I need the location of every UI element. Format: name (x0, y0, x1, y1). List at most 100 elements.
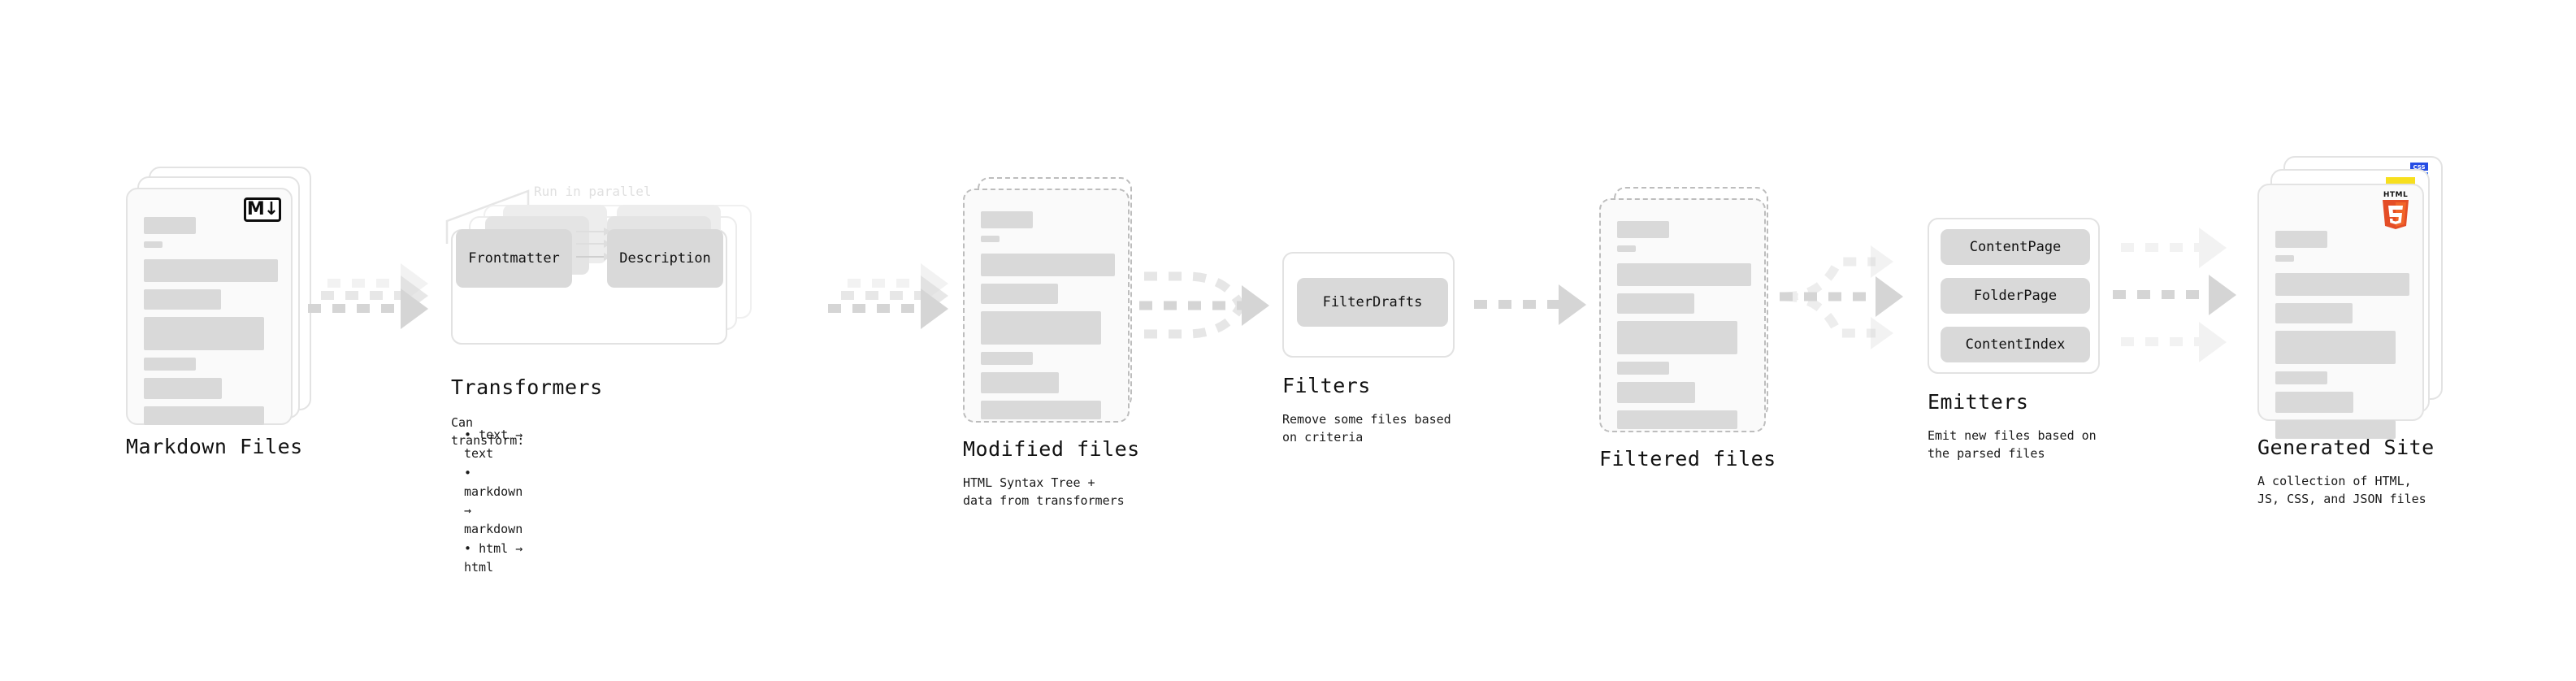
filter-chip-filterdrafts[interactable]: FilterDrafts (1297, 278, 1448, 327)
stage-generated-site: CSS HTML (2257, 156, 2452, 506)
placeholder-bar (2275, 331, 2396, 364)
placeholder-bar (144, 241, 163, 248)
stage-subtitle-generated-site: A collection of HTML, JS, CSS, and JSON … (2257, 474, 2426, 506)
connector-emitters-to-site (2113, 228, 2259, 362)
flow-arrowhead (401, 288, 428, 329)
placeholder-bar (981, 236, 1000, 242)
placeholder-bar (981, 284, 1058, 304)
transformer-group-front: Frontmatter Description (451, 205, 727, 345)
connector-filters-to-filtered (1471, 284, 1601, 333)
flow-dashes (848, 279, 933, 288)
stage-title-filters: Filters (1282, 374, 1371, 397)
emitter-chip-contentpage[interactable]: ContentPage (1941, 229, 2090, 265)
placeholder-bar (2275, 371, 2327, 384)
stage-markdown-files: M↓ Markdown Files (126, 167, 313, 458)
modified-card-front (963, 189, 1130, 423)
flow-dashes (2121, 337, 2204, 346)
markdown-card-front: M↓ (126, 188, 293, 425)
svg-text:HTML: HTML (2383, 191, 2408, 199)
placeholder-bar (1617, 263, 1751, 286)
placeholder-bar (981, 372, 1059, 393)
stage-modified-files: Modified files HTML Syntax Tree + data f… (963, 177, 1139, 508)
placeholder-bar (144, 358, 196, 371)
filtered-file-stack (1599, 187, 1774, 432)
flow-dashes (321, 291, 413, 300)
placeholder-bar (1617, 245, 1636, 252)
stage-emitters: ContentPage FolderPage ContentIndex Emit… (1928, 218, 2100, 461)
placeholder-bar (144, 289, 221, 310)
stage-title-generated-site: Generated Site (2257, 436, 2435, 459)
filters-group: FilterDrafts (1282, 252, 1455, 358)
stage-title-modified-files: Modified files (963, 437, 1140, 461)
stage-title-filtered-files: Filtered files (1599, 447, 1776, 471)
stage-title-transformers: Transformers (451, 375, 603, 399)
connector-markdown-to-transformers (305, 263, 435, 349)
site-card-html: HTML (2257, 184, 2424, 439)
flow-dashes (1474, 300, 1568, 309)
placeholder-bar (1617, 410, 1737, 429)
flow-arrowhead (1242, 285, 1269, 326)
placeholder-bar (2275, 273, 2409, 296)
list-item: text → text (464, 426, 523, 464)
flow-arrowhead (2199, 322, 2227, 362)
placeholder-bar (1617, 321, 1737, 354)
emitters-group: ContentPage FolderPage ContentIndex (1928, 218, 2100, 374)
connector-filtered-to-emitters (1780, 236, 1930, 358)
flow-arrowhead (1871, 245, 1893, 278)
markdown-placeholder-lines (144, 217, 278, 432)
placeholder-bar (1617, 382, 1695, 403)
stage-subtitle-filters: Remove some files based on criteria (1282, 412, 1451, 445)
flow-arrowhead (2199, 228, 2227, 268)
flow-dashes (308, 304, 413, 313)
placeholder-bar (981, 254, 1115, 276)
placeholder-bar (2275, 231, 2327, 248)
flow-arrowhead (1559, 284, 1586, 325)
connector-modified-to-filters (1138, 258, 1284, 356)
transformer-inner-arrow (576, 253, 611, 261)
connector-transformers-to-modified (825, 263, 955, 349)
flow-dashes (841, 291, 933, 300)
emitter-chip-contentindex[interactable]: ContentIndex (1941, 327, 2090, 362)
modified-placeholder-lines (981, 211, 1115, 427)
stage-subtitle-emitters: Emit new files based on the parsed files (1928, 428, 2097, 461)
flow-dashes (2113, 290, 2215, 299)
converge-curves (1139, 271, 1244, 339)
placeholder-bar (144, 217, 196, 234)
flow-arrowhead (1876, 276, 1903, 317)
stage-filters: FilterDrafts Filters Remove some files b… (1282, 252, 1455, 445)
list-item: markdown → markdown (464, 464, 523, 540)
list-item: html → html (464, 540, 523, 578)
placeholder-bar (981, 352, 1033, 365)
stage-subtitle-modified-files: HTML Syntax Tree + data from transformer… (963, 475, 1125, 508)
flow-arrowhead (2209, 275, 2236, 315)
generated-site-stack: CSS HTML (2257, 156, 2452, 439)
diverge-curves (1780, 257, 1879, 338)
site-placeholder-lines (2275, 231, 2409, 446)
transformer-inner-arrow (576, 228, 611, 236)
flow-dashes (828, 304, 933, 313)
placeholder-bar (144, 259, 278, 282)
flow-arrowhead (921, 288, 948, 329)
transformer-chip-description[interactable]: Description (607, 229, 723, 288)
placeholder-bar (1617, 362, 1669, 375)
placeholder-bar (144, 378, 222, 399)
flow-arrowhead (1871, 317, 1893, 349)
filtered-card-front (1599, 198, 1766, 432)
modified-file-stack (963, 177, 1138, 423)
placeholder-bar (1617, 221, 1669, 238)
placeholder-bar (2275, 255, 2294, 262)
placeholder-bar (144, 317, 264, 350)
stage-title-markdown-files: Markdown Files (126, 435, 303, 458)
stage-title-emitters: Emitters (1928, 390, 2029, 414)
html5-icon: HTML (2377, 189, 2414, 229)
transformer-chip-frontmatter[interactable]: Frontmatter (456, 229, 572, 288)
filtered-placeholder-lines (1617, 221, 1751, 436)
placeholder-bar (981, 211, 1033, 228)
placeholder-bar (981, 401, 1101, 419)
placeholder-bar (981, 311, 1101, 345)
transformer-inner-arrow (576, 240, 611, 248)
placeholder-bar (2275, 303, 2353, 323)
flow-dashes (2121, 243, 2204, 252)
placeholder-bar (2275, 392, 2353, 413)
emitter-chip-folderpage[interactable]: FolderPage (1941, 278, 2090, 314)
